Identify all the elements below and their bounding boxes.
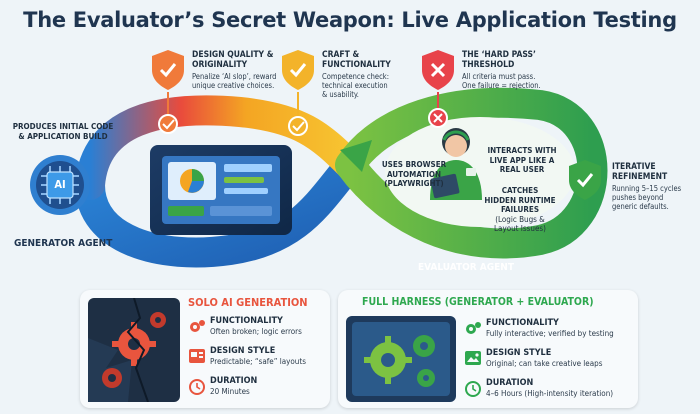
check-marker-1 bbox=[158, 114, 178, 134]
criterion-design: DESIGN QUALITY & ORIGINALITY Penalize ‘A… bbox=[192, 50, 277, 90]
evaluator-catches-label: CATCHES HIDDEN RUNTIME FAILURES (Logic B… bbox=[484, 186, 556, 233]
page-title: The Evaluator’s Secret Weapon: Live Appl… bbox=[23, 8, 677, 32]
iterative-refinement: ITERATIVE REFINEMENT Running 5–15 cycles… bbox=[612, 162, 682, 211]
infinity-loop bbox=[30, 50, 608, 268]
harness-header: FULL HARNESS (GENERATOR + EVALUATOR) bbox=[362, 296, 594, 308]
solo-row-functionality: FUNCTIONALITY Often broken; logic errors bbox=[188, 316, 302, 337]
generator-caption: PRODUCES INITIAL CODE & APPLICATION BUIL… bbox=[12, 122, 114, 141]
ai-chip-icon bbox=[30, 155, 90, 215]
app-screen-illustration bbox=[150, 145, 292, 235]
harness-row-duration: DURATION 4–6 Hours (High-intensity itera… bbox=[464, 378, 613, 399]
clock-icon bbox=[189, 379, 205, 395]
shield-icon-craft bbox=[282, 50, 314, 90]
evaluator-person-illustration bbox=[430, 128, 482, 200]
harness-row-design: DESIGN STYLE Original; can take creative… bbox=[464, 348, 602, 369]
solo-row-design: DESIGN STYLE Predictable; “safe” layouts bbox=[188, 346, 306, 367]
loop-band-blue bbox=[75, 150, 365, 268]
generator-agent-label: GENERATOR AGENT bbox=[14, 238, 113, 249]
loop-band-warm bbox=[75, 95, 365, 200]
clock-icon bbox=[465, 381, 481, 397]
criterion-threshold: THE ‘HARD PASS’ THRESHOLD All criteria m… bbox=[462, 50, 541, 90]
full-harness-panel: FULL HARNESS (GENERATOR + EVALUATOR) FUN… bbox=[338, 290, 638, 408]
evaluator-browser-label: USES BROWSER AUTOMATION (PLAYWRIGHT) bbox=[381, 160, 447, 188]
gear-icon bbox=[112, 322, 156, 366]
criterion-craft: CRAFT & FUNCTIONALITY Competence check: … bbox=[322, 50, 391, 99]
shield-icon-iterative bbox=[569, 160, 601, 200]
ai-chip-label: AI bbox=[54, 178, 66, 191]
evaluator-agent-label: EVALUATOR AGENT bbox=[418, 262, 514, 273]
working-gears-illustration bbox=[346, 316, 456, 402]
gear-icon bbox=[364, 336, 412, 384]
evaluator-interacts-label: INTERACTS WITH LIVE APP LIKE A REAL USER bbox=[487, 146, 557, 174]
solo-generation-panel: SOLO AI GENERATION FUNCTIONALITY Often b… bbox=[80, 290, 330, 408]
shield-icon-design bbox=[152, 50, 184, 90]
solo-row-duration: DURATION 20 Minutes bbox=[188, 376, 257, 397]
flow-arrow bbox=[340, 140, 372, 172]
image-icon bbox=[465, 351, 481, 365]
check-marker-2 bbox=[288, 116, 308, 136]
gears-icon bbox=[466, 322, 481, 334]
solo-header: SOLO AI GENERATION bbox=[188, 296, 308, 309]
broken-gears-illustration bbox=[88, 298, 180, 402]
gears-icon bbox=[190, 320, 205, 332]
layout-icon bbox=[189, 349, 205, 363]
harness-row-functionality: FUNCTIONALITY Fully interactive; verifie… bbox=[464, 318, 614, 339]
shield-icon-threshold bbox=[422, 50, 454, 90]
